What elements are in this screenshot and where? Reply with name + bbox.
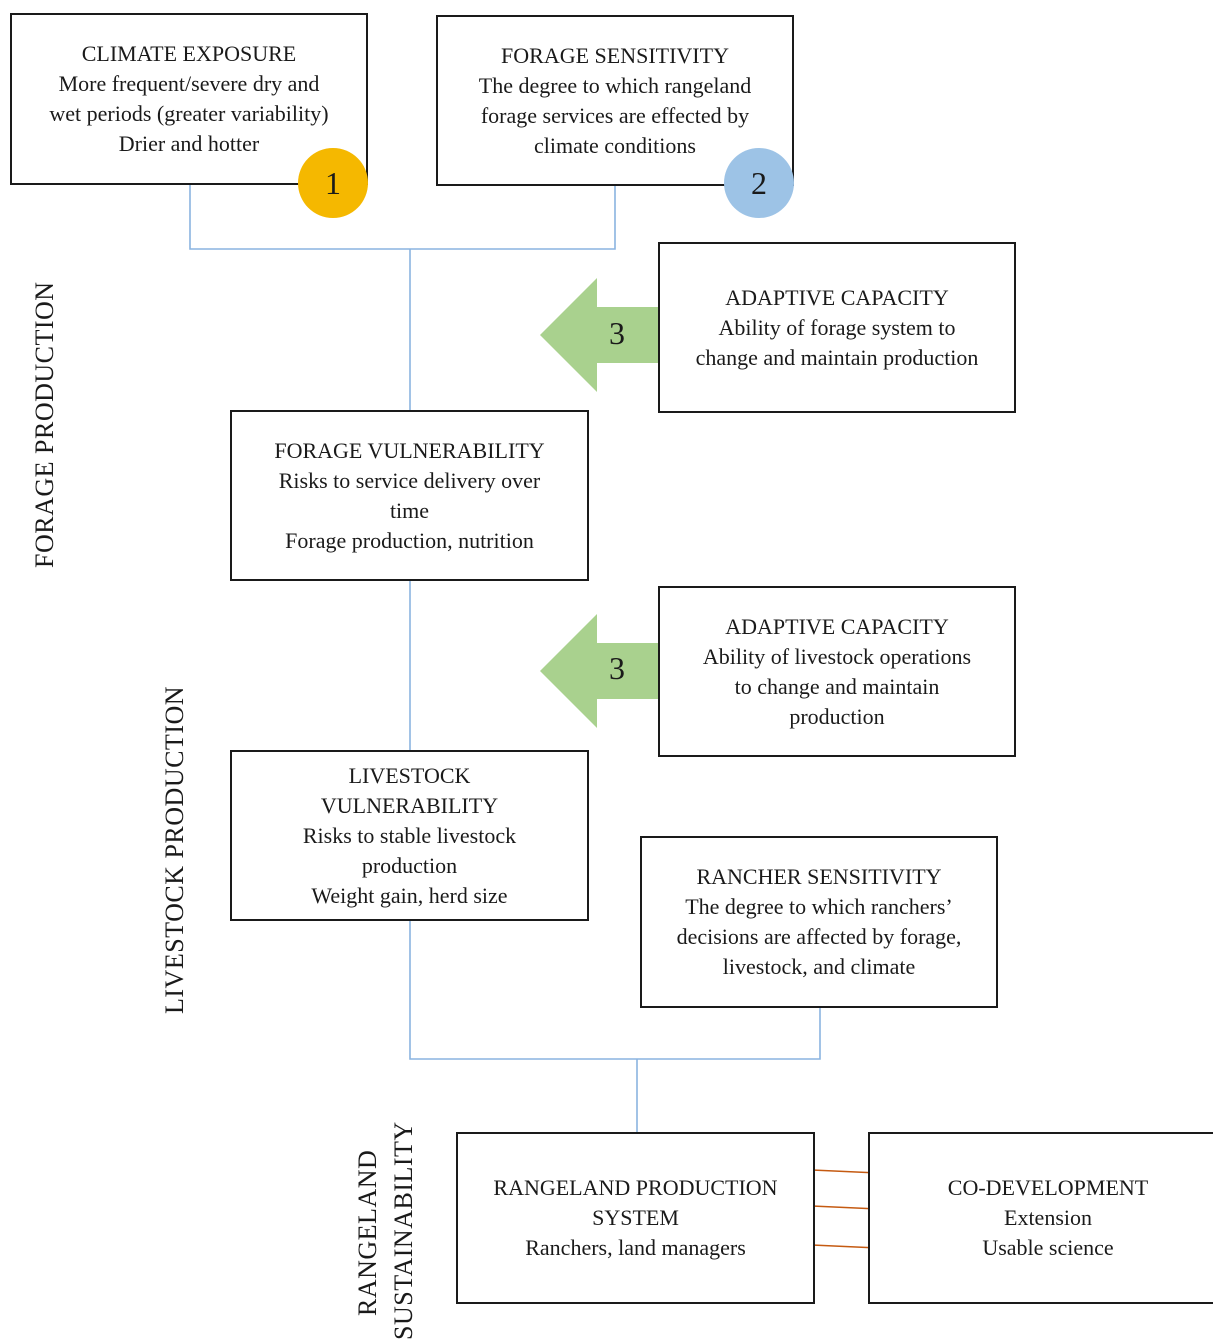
adaptive-livestock-arrow-label: 3	[609, 650, 625, 686]
forage-vulnerability-line2: time	[389, 497, 430, 523]
rancher-sensitivity-box: RANCHER SENSITIVITY The degree to which …	[640, 836, 998, 1008]
forage-production-section-label: FORAGE PRODUCTION	[30, 281, 59, 568]
adaptive-forage-line1: Ability of forage system to	[718, 314, 956, 340]
rancher-sensitivity-title: RANCHER SENSITIVITY	[696, 864, 942, 889]
adaptive-livestock-title: ADAPTIVE CAPACITY	[725, 613, 949, 639]
forage-sensitivity-line2: forage services are effected by	[480, 102, 750, 128]
forage-sensitivity-title: FORAGE SENSITIVITY	[501, 42, 729, 68]
livestock-vulnerability-box: LIVESTOCK VULNERABILITY Risks to stable …	[230, 750, 589, 921]
forage-vulnerability-title: FORAGE VULNERABILITY	[274, 437, 545, 463]
adaptive-livestock-line1: Ability of livestock operations	[702, 643, 972, 669]
co-development-arrow-3	[811, 1244, 879, 1249]
connector-exposure-sensitivity	[189, 185, 616, 250]
climate-exposure-badge: 1	[298, 148, 368, 218]
forage-vulnerability-box: FORAGE VULNERABILITY Risks to service de…	[230, 410, 589, 581]
co-development-title: CO-DEVELOPMENT	[947, 1175, 1149, 1200]
forage-sensitivity-line3: climate conditions	[534, 132, 696, 158]
rangeland-production-title-line2: SYSTEM	[592, 1205, 679, 1230]
adaptive-forage-arrow-label: 3	[609, 315, 625, 351]
livestock-vulnerability-line1: Risks to stable livestock	[302, 822, 517, 848]
climate-exposure-line3: Drier and hotter	[118, 131, 260, 156]
co-development-line1: Extension	[1004, 1205, 1092, 1230]
rangeland-production-title-line1: RANGELAND PRODUCTION	[493, 1175, 778, 1200]
livestock-production-section-label: LIVESTOCK PRODUCTION	[160, 685, 189, 1014]
adaptive-livestock-line3: production	[789, 703, 885, 729]
adaptive-forage-title: ADAPTIVE CAPACITY	[725, 284, 949, 310]
rancher-sensitivity-line3: livestock, and climate	[722, 954, 916, 979]
forage-sensitivity-badge: 2	[724, 148, 794, 218]
climate-exposure-title: CLIMATE EXPOSURE	[81, 41, 297, 66]
connector-livestock-rancher	[409, 921, 821, 1060]
livestock-vulnerability-title-line1: LIVESTOCK	[348, 762, 471, 788]
rangeland-production-line1: Ranchers, land managers	[525, 1235, 746, 1260]
co-development-line2: Usable science	[982, 1235, 1114, 1260]
forage-vulnerability-line3: Forage production, nutrition	[285, 527, 534, 553]
livestock-vulnerability-line2: production	[361, 852, 458, 878]
adaptive-livestock-line2: to change and maintain	[734, 673, 940, 699]
co-development-arrow-1	[811, 1169, 879, 1174]
rangeland-section-label-line1: RANGELAND	[353, 1149, 382, 1316]
rangeland-production-box: RANGELAND PRODUCTION SYSTEM Ranchers, la…	[456, 1132, 815, 1304]
adaptive-capacity-livestock-box: ADAPTIVE CAPACITY Ability of livestock o…	[658, 586, 1016, 757]
climate-exposure-line2: wet periods (greater variability)	[49, 101, 329, 126]
climate-exposure-line1: More frequent/severe dry and	[58, 71, 320, 96]
rancher-sensitivity-line2: decisions are affected by forage,	[676, 924, 962, 949]
rangeland-section-label-line2: SUSTAINABILITY	[389, 1121, 418, 1340]
forage-vulnerability-line1: Risks to service delivery over	[278, 467, 541, 493]
co-development-arrow-2	[811, 1205, 879, 1210]
rancher-sensitivity-line1: The degree to which ranchers’	[685, 894, 953, 919]
adaptive-capacity-forage-box: ADAPTIVE CAPACITY Ability of forage syst…	[658, 242, 1016, 413]
livestock-vulnerability-title-line2: VULNERABILITY	[320, 792, 499, 818]
co-development-box: CO-DEVELOPMENT Extension Usable science	[868, 1132, 1213, 1304]
livestock-vulnerability-line3: Weight gain, herd size	[311, 882, 508, 908]
adaptive-capacity-arrow-forage	[540, 278, 660, 392]
forage-sensitivity-line1: The degree to which rangeland	[478, 72, 752, 98]
adaptive-forage-line2: change and maintain production	[695, 344, 979, 370]
adaptive-capacity-arrow-livestock	[540, 614, 660, 728]
